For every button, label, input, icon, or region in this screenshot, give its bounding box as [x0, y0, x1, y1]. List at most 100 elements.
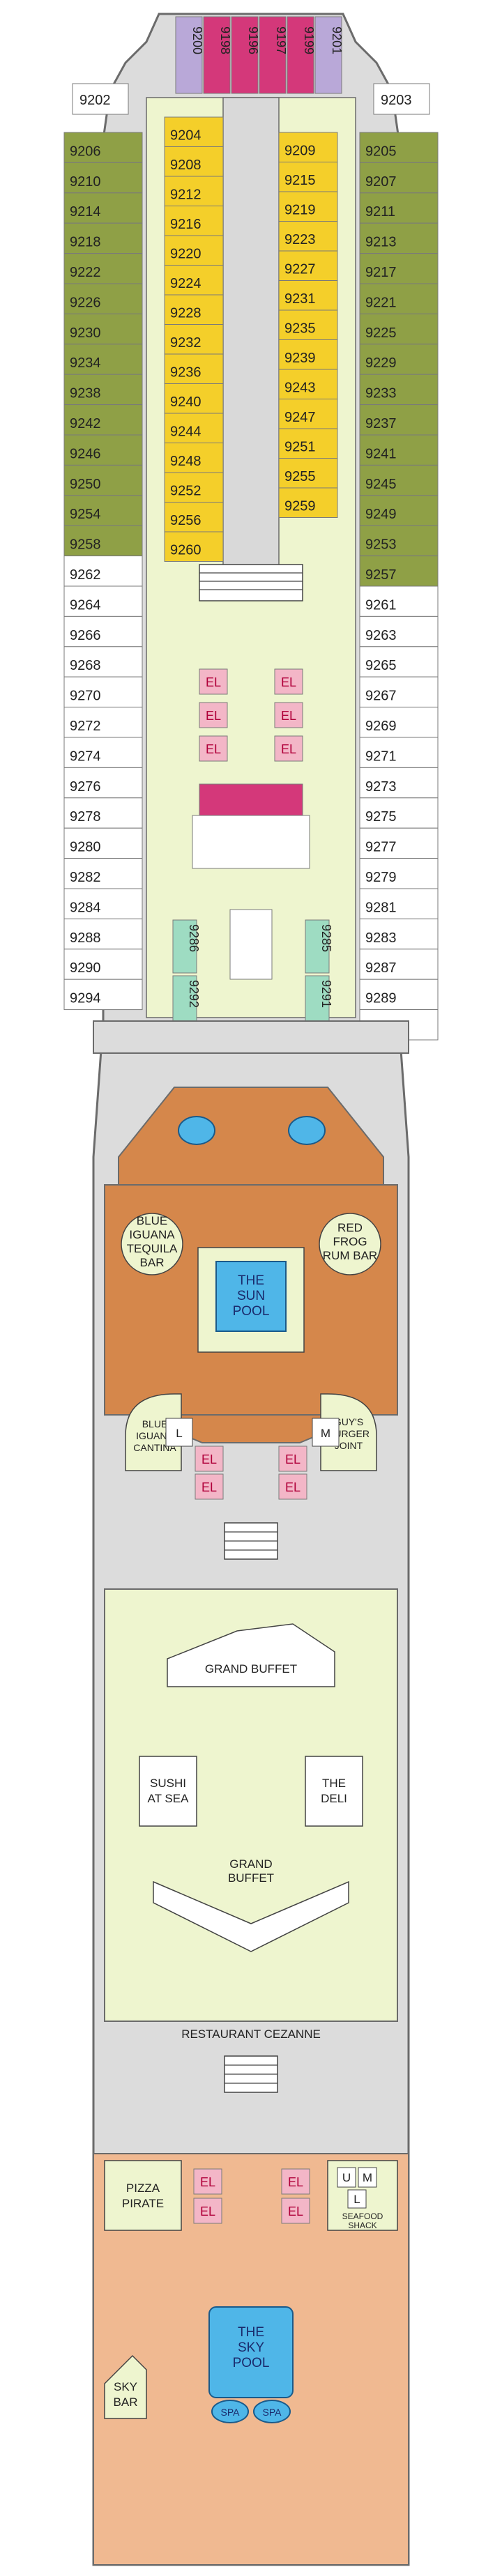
- right-inner-cabin: 9251: [278, 428, 338, 459]
- left-inner-cabin-label: 9224: [170, 276, 201, 291]
- pizza-pirate: PIZZA PIRATE: [104, 2160, 182, 2231]
- forward-suite: 9200: [175, 16, 204, 94]
- sushi-at-sea: SUSHI AT SEA: [139, 1756, 197, 1827]
- left-inner-cabin-label: 9228: [170, 306, 201, 321]
- left-inner-cabin-label: 9204: [170, 128, 201, 144]
- sky-pool-line-3: POOL: [233, 2356, 270, 2370]
- right-inner-cabin: 9255: [278, 458, 338, 489]
- forward-suite-label: 9198: [218, 26, 232, 54]
- right-outer-cabin-label: 9283: [365, 930, 397, 946]
- elevator: EL: [278, 1473, 307, 1500]
- mid-cabin: 9292: [172, 975, 201, 1029]
- left-outer-cabin-label: 9250: [70, 477, 101, 492]
- pizza-line-2: PIRATE: [122, 2197, 164, 2210]
- left-outer-cabin: 9230: [63, 313, 143, 345]
- left-outer-cabin: 9222: [63, 253, 143, 284]
- cantina-line-2: IGUANA: [136, 1430, 174, 1441]
- elevator: EL: [199, 735, 228, 762]
- left-outer-cabin-label: 9282: [70, 870, 101, 885]
- left-outer-cabin-label: 9246: [70, 446, 101, 461]
- left-outer-cabin: 9214: [63, 192, 143, 224]
- blue-iguana-bar-line-4: BAR: [140, 1256, 165, 1269]
- mid-cabin-label: 9286: [187, 924, 201, 952]
- forward-suite: 9197: [259, 16, 288, 94]
- hot-tub-left: [178, 1116, 215, 1145]
- forward-separator: [93, 1020, 409, 1054]
- right-inner-cabin: 9247: [278, 399, 338, 429]
- right-inner-cabin-label: 9251: [284, 440, 316, 455]
- sky-bar-line-1: SKY: [114, 2380, 137, 2393]
- left-outer-cabin-label: 9218: [70, 235, 101, 250]
- right-outer-cabin: 9287: [359, 949, 439, 980]
- left-outer-cabin: 9264: [63, 585, 143, 617]
- left-inner-cabin-label: 9232: [170, 335, 201, 351]
- left-outer-cabin-label: 9258: [70, 537, 101, 553]
- elevator-label: EL: [288, 2175, 303, 2189]
- grand-buffet-top: GRAND BUFFET: [167, 1623, 335, 1687]
- elevator: EL: [281, 2168, 310, 2195]
- blue-iguana-bar-line-2: IGUANA: [129, 1228, 175, 1241]
- right-inner-cabin-label: 9209: [284, 144, 316, 159]
- left-inner-cabin-label: 9216: [170, 217, 201, 232]
- elevator-label: EL: [206, 709, 221, 723]
- sun-pool-line-3: POOL: [233, 1304, 270, 1319]
- right-outer-cabin: 9237: [359, 404, 439, 436]
- right-outer-cabin: 9253: [359, 525, 439, 557]
- right-outer-cabin-label: 9217: [365, 265, 397, 280]
- left-outer-cabin-label: 9264: [70, 597, 101, 613]
- corner-cabin-left-label: 9202: [79, 93, 111, 108]
- elevator-label: EL: [206, 742, 221, 756]
- right-outer-cabins: 9205920792119213921792219225922992339237…: [359, 132, 439, 1041]
- sky-pool-line-1: THE: [238, 2325, 264, 2340]
- deli-line-2: DELI: [321, 1792, 347, 1805]
- red-frog-rum-bar: RED FROG RUM BAR: [319, 1213, 381, 1275]
- elevator-label: EL: [281, 742, 296, 756]
- right-inner-cabin-label: 9231: [284, 291, 316, 307]
- right-outer-cabin: 9217: [359, 253, 439, 284]
- left-outer-cabin-label: 9290: [70, 960, 101, 976]
- left-outer-cabin: 9270: [63, 676, 143, 708]
- mid-cabin: 9291: [305, 975, 333, 1029]
- left-inner-cabin-label: 9260: [170, 543, 201, 558]
- forward-suite-label: 9200: [190, 26, 204, 54]
- forward-stairs-steps: [199, 572, 303, 590]
- right-outer-cabin-label: 9241: [365, 446, 397, 461]
- right-inner-cabin-label: 9243: [284, 381, 316, 396]
- left-outer-cabin-label: 9278: [70, 809, 101, 825]
- lido-lift-left-label: L: [176, 1427, 182, 1440]
- left-outer-cabin-label: 9242: [70, 416, 101, 431]
- left-outer-cabin-label: 9276: [70, 779, 101, 795]
- left-inner-cabin: 9256: [164, 502, 224, 532]
- blue-iguana-bar-line-3: TEQUILA: [127, 1242, 178, 1255]
- right-outer-cabin-label: 9237: [365, 416, 397, 431]
- forward-suite: 9198: [203, 16, 232, 94]
- left-inner-cabin-label: 9252: [170, 484, 201, 499]
- sky-pool-line-2: SKY: [238, 2340, 264, 2355]
- right-outer-cabin: 9261: [359, 585, 439, 617]
- left-inner-cabin: 9240: [164, 383, 224, 414]
- left-outer-cabin: 9242: [63, 404, 143, 436]
- grand-buffet-bottom-line-2: BUFFET: [228, 1871, 274, 1885]
- right-inner-cabin: 9243: [278, 369, 338, 399]
- corner-cabin-right-label: 9203: [381, 93, 412, 108]
- right-outer-cabin-label: 9225: [365, 325, 397, 341]
- shack-lift-m: M: [363, 2171, 372, 2184]
- right-outer-cabin-label: 9277: [365, 840, 397, 855]
- right-outer-cabin: 9279: [359, 858, 439, 889]
- hot-tub-right: [288, 1116, 326, 1145]
- right-outer-cabin: 9265: [359, 646, 439, 677]
- right-outer-cabin-label: 9265: [365, 658, 397, 673]
- right-outer-cabin-label: 9205: [365, 144, 397, 159]
- left-inner-cabins: 9204920892129216922092249228923292369240…: [164, 116, 224, 562]
- pizza-line-1: PIZZA: [126, 2182, 160, 2195]
- blue-iguana-tequila-bar: BLUE IGUANA TEQUILA BAR: [121, 1213, 183, 1275]
- right-outer-cabin: 9263: [359, 615, 439, 647]
- left-outer-cabin: 9226: [63, 283, 143, 314]
- right-outer-cabin-label: 9267: [365, 689, 397, 704]
- sky-bar: SKY BAR: [104, 2354, 147, 2419]
- the-deli: THE DELI: [305, 1756, 363, 1827]
- right-inner-cabin-label: 9239: [284, 351, 316, 366]
- right-outer-cabin: 9283: [359, 918, 439, 950]
- shack-lift-u: U: [342, 2171, 351, 2184]
